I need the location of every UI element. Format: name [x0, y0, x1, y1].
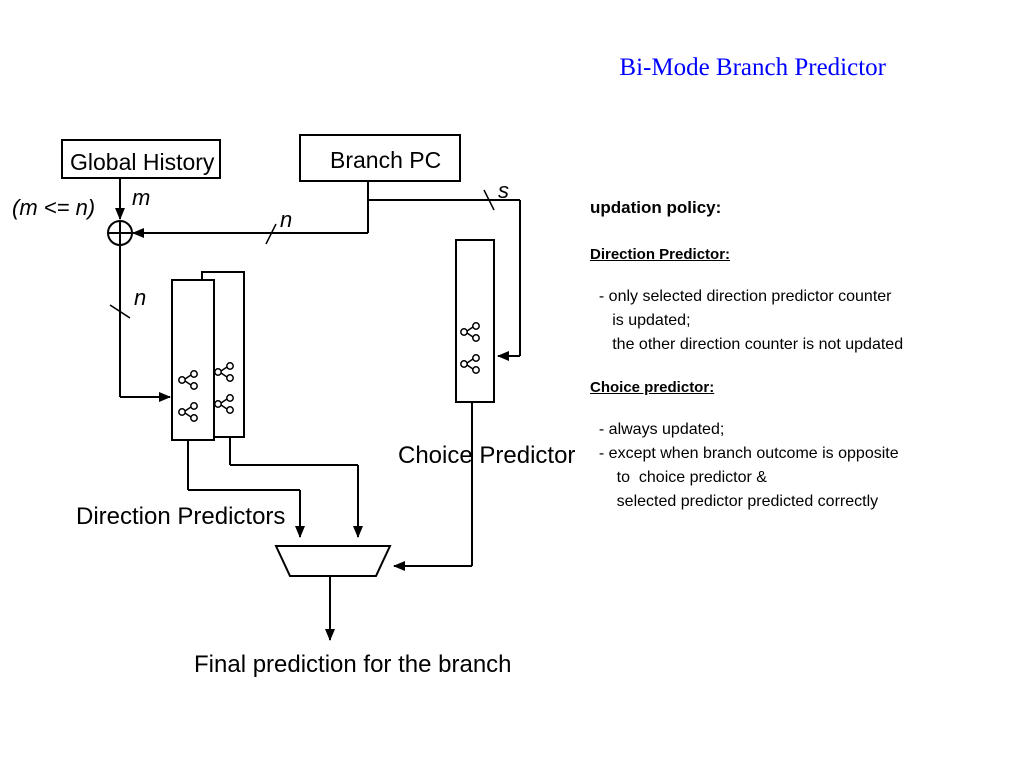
mux-shape: [274, 545, 392, 577]
updation-policy-heading: updation policy:: [590, 198, 722, 217]
page-title: Bi-Mode Branch Predictor: [619, 54, 886, 81]
s-label: s: [498, 178, 509, 203]
direction-policy-line: is updated;: [590, 312, 691, 329]
direction-predictor-heading: Direction Predictor:: [590, 246, 731, 263]
xor-icon: [107, 220, 133, 246]
choice-policy-line: to choice predictor &: [590, 469, 767, 486]
m-label: m: [132, 185, 150, 210]
direction-predictors-label: Direction Predictors: [76, 503, 285, 530]
global-history-label: Global History: [70, 149, 215, 175]
direction-policy-line: the other direction counter is not updat…: [590, 336, 904, 353]
direction-policy-line: - only selected direction predictor coun…: [590, 288, 892, 305]
n-label-1: n: [280, 207, 292, 232]
bimode-diagram: Global History Branch PC m (m <= n) n s …: [12, 134, 575, 678]
global-history-box: [61, 139, 221, 179]
choice-predictor-label: Choice Predictor: [398, 442, 575, 469]
updation-policy-notes: updation policy: Direction Predictor: - …: [590, 198, 1020, 514]
direction-predictor-front: [171, 279, 215, 441]
choice-policy-line: selected predictor predicted correctly: [590, 493, 879, 510]
choice-predictor-box: [455, 239, 495, 403]
constraint-label: (m <= n): [12, 195, 95, 220]
final-prediction-label: Final prediction for the branch: [194, 651, 512, 678]
branch-pc-box: [299, 134, 461, 182]
n-tick-1: [265, 223, 277, 245]
choice-predictor-heading: Choice predictor:: [590, 379, 715, 396]
n-label-2: n: [134, 285, 146, 310]
branch-pc-label: Branch PC: [330, 147, 441, 173]
n-tick-2: [109, 304, 131, 319]
choice-policy-line: - except when branch outcome is opposite: [590, 445, 899, 462]
s-tick: [483, 189, 495, 211]
choice-policy-line: - always updated;: [590, 421, 725, 438]
